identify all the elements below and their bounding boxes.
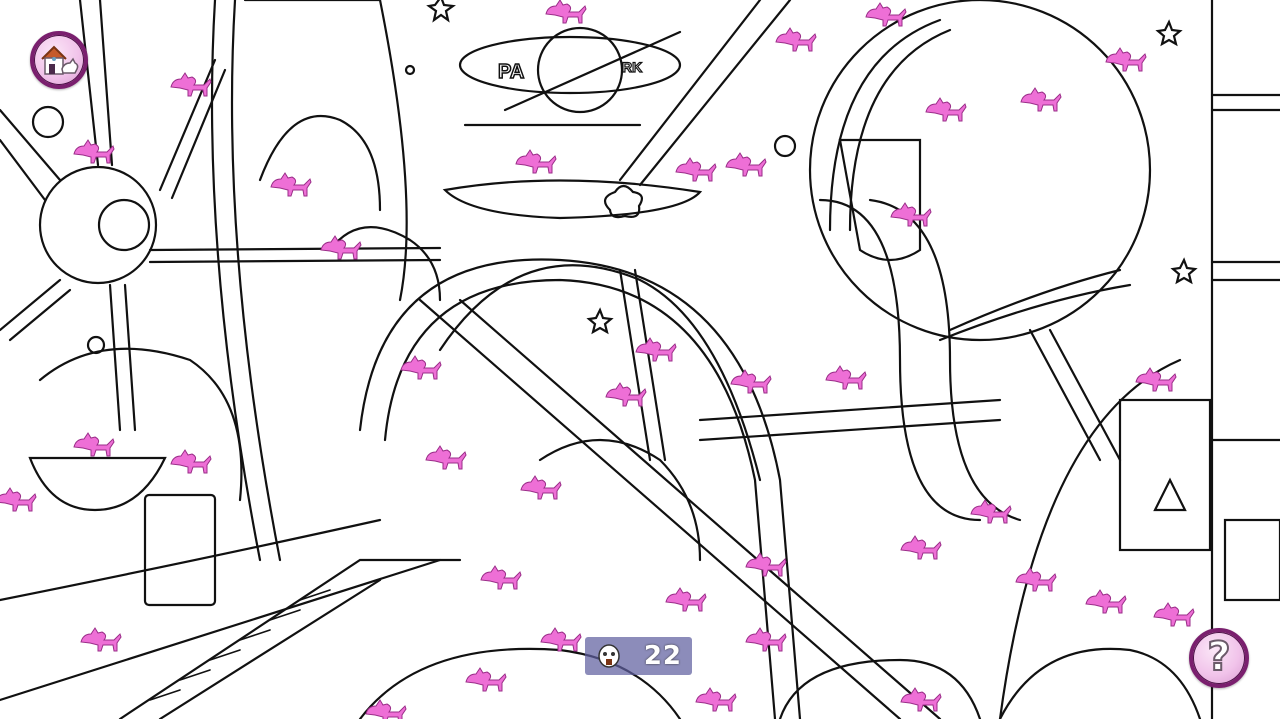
remaining-counter: 22 bbox=[585, 637, 692, 675]
help-button[interactable]: ? bbox=[1189, 628, 1249, 688]
home-with-dog-icon bbox=[41, 45, 79, 75]
svg-text:PA: PA bbox=[498, 61, 524, 83]
remaining-count: 22 bbox=[643, 641, 682, 671]
dog-face-icon bbox=[598, 644, 620, 668]
question-mark-icon: ? bbox=[1206, 634, 1231, 680]
home-button[interactable] bbox=[30, 31, 88, 89]
svg-text:RK: RK bbox=[622, 59, 642, 75]
